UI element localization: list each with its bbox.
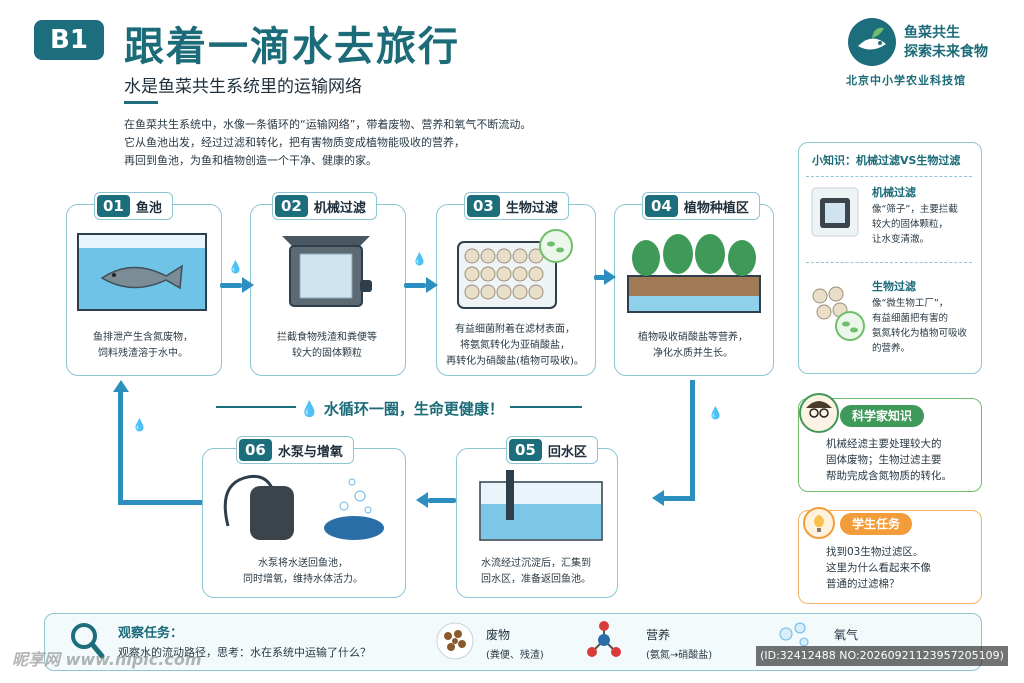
- pump-and-air-stone-icon: [223, 474, 384, 540]
- observe-title: 观察任务：: [118, 626, 184, 641]
- mechanical-filter-icon: [282, 236, 372, 307]
- cycle-slogan: 💧 水循环一圈，生命更健康！: [300, 400, 504, 418]
- plant-grow-bed-icon: [627, 234, 761, 313]
- bio-media-icon: [812, 286, 865, 341]
- bio-title: 生物过滤: [872, 280, 916, 293]
- logo-line2: 探索未来食物: [904, 44, 988, 60]
- return-tank-icon: [479, 470, 603, 541]
- task-desc: 找到03生物过滤区。这里为什么看起来不像普通的过滤棉？: [826, 546, 931, 590]
- flow-line-left: [118, 500, 202, 505]
- mechanical-filter-icon: [811, 187, 859, 237]
- flow-line-return: [664, 496, 695, 501]
- page-subtitle: 水是鱼菜共生系统里的运输网络: [124, 77, 362, 97]
- step-desc-02: 拦截食物残渣和粪便等较大的固体颗粒: [277, 332, 377, 359]
- observe-desc: 观察水的流动路径，思考：水在系统中运输了什么？: [118, 646, 371, 659]
- oxygen-label: 氧气: [834, 628, 859, 642]
- water-drop-icon: 💧: [132, 418, 147, 432]
- tip-panel: [798, 142, 982, 374]
- oxygen-bubbles-icon: [779, 622, 809, 647]
- molecule-icon: [587, 621, 621, 657]
- scientist-avatar-icon: [799, 393, 839, 433]
- divider: [216, 406, 296, 408]
- flow-arrow-shaft: [404, 283, 426, 288]
- fish-tank-icon: [77, 233, 207, 311]
- task-badge: 学生任务: [840, 513, 913, 535]
- mech-title: 机械过滤: [872, 186, 916, 199]
- divider: [806, 262, 972, 264]
- flow-arrow-icon: [426, 277, 438, 293]
- logo-org: 北京中小学农业科技馆: [846, 74, 966, 87]
- scientist-badge: 科学家知识: [840, 405, 925, 427]
- flow-arrow-icon: [416, 492, 428, 508]
- waste-particles-icon: [436, 622, 474, 660]
- flow-arrow-up-icon: [113, 380, 129, 392]
- flow-line-down: [690, 380, 695, 500]
- mech-desc: 像“筛子”，主要拦截较大的固体颗粒，让水变清澈。: [872, 204, 958, 245]
- subtitle-underline: [124, 101, 158, 104]
- divider: [510, 406, 582, 408]
- flow-arrow-icon: [604, 269, 616, 285]
- step-desc-06: 水泵将水送回鱼池，同时增氧，维持水体活力。: [243, 558, 363, 585]
- magnifier-icon: [71, 623, 105, 659]
- waste-label: 废物: [486, 628, 511, 642]
- image-id-strip: (ID:32412488 NO:20260921123957205109): [756, 646, 1008, 666]
- flow-arrow-shaft: [594, 275, 606, 280]
- bio-filter-media-icon: [457, 229, 573, 309]
- step-desc-03: 有益细菌附着在滤材表面，将氨氮转化为亚硝酸盐，再转化为硝酸盐(植物可吸收)。: [446, 324, 584, 367]
- watermark: 昵享网 www.nipic.com: [12, 650, 202, 669]
- step-desc-05: 水流经过沉淀后，汇集到回水区，准备返回鱼池。: [481, 558, 591, 585]
- bio-desc: 像“微生物工厂”，有益细菌把有害的氨氮转化为植物可吸收的营养。: [872, 298, 968, 354]
- lightbulb-icon: [803, 507, 835, 539]
- waste-sub: (粪便、残渣): [486, 650, 544, 661]
- water-drop-icon: 💧: [412, 252, 427, 266]
- page-title: 跟着一滴水去旅行: [124, 24, 460, 70]
- scientist-desc: 机械经滤主要处理较大的固体废物；生物过滤主要帮助完成含氮物质的转化。: [826, 438, 952, 482]
- nutrient-sub: (氨氮→硝酸盐): [646, 650, 713, 661]
- flow-arrow-icon: [652, 490, 664, 506]
- water-drop-icon: 💧: [708, 406, 723, 420]
- section-badge: B1: [34, 20, 104, 60]
- step-desc-01: 鱼排泄产生含氮废物，饲料残渣溶于水中。: [93, 332, 193, 359]
- fish-plant-logo-icon: [848, 18, 896, 66]
- tip-title: 小知识：机械过滤VS生物过滤: [812, 154, 961, 167]
- flow-line-up: [118, 392, 123, 505]
- flow-arrow-shaft: [220, 283, 242, 288]
- flow-arrow-shaft: [428, 498, 456, 503]
- divider: [806, 176, 972, 178]
- water-drop-icon: 💧: [228, 260, 243, 274]
- step-desc-04: 植物吸收硝酸盐等营养，净化水质并生长。: [638, 332, 748, 359]
- intro-text: 在鱼菜共生系统中，水像一条循环的“运输网络”，带着废物、营养和氧气不断流动。 它…: [124, 118, 532, 167]
- logo-line1: 鱼菜共生: [904, 25, 960, 41]
- flow-arrow-icon: [242, 277, 254, 293]
- nutrient-label: 营养: [646, 628, 671, 642]
